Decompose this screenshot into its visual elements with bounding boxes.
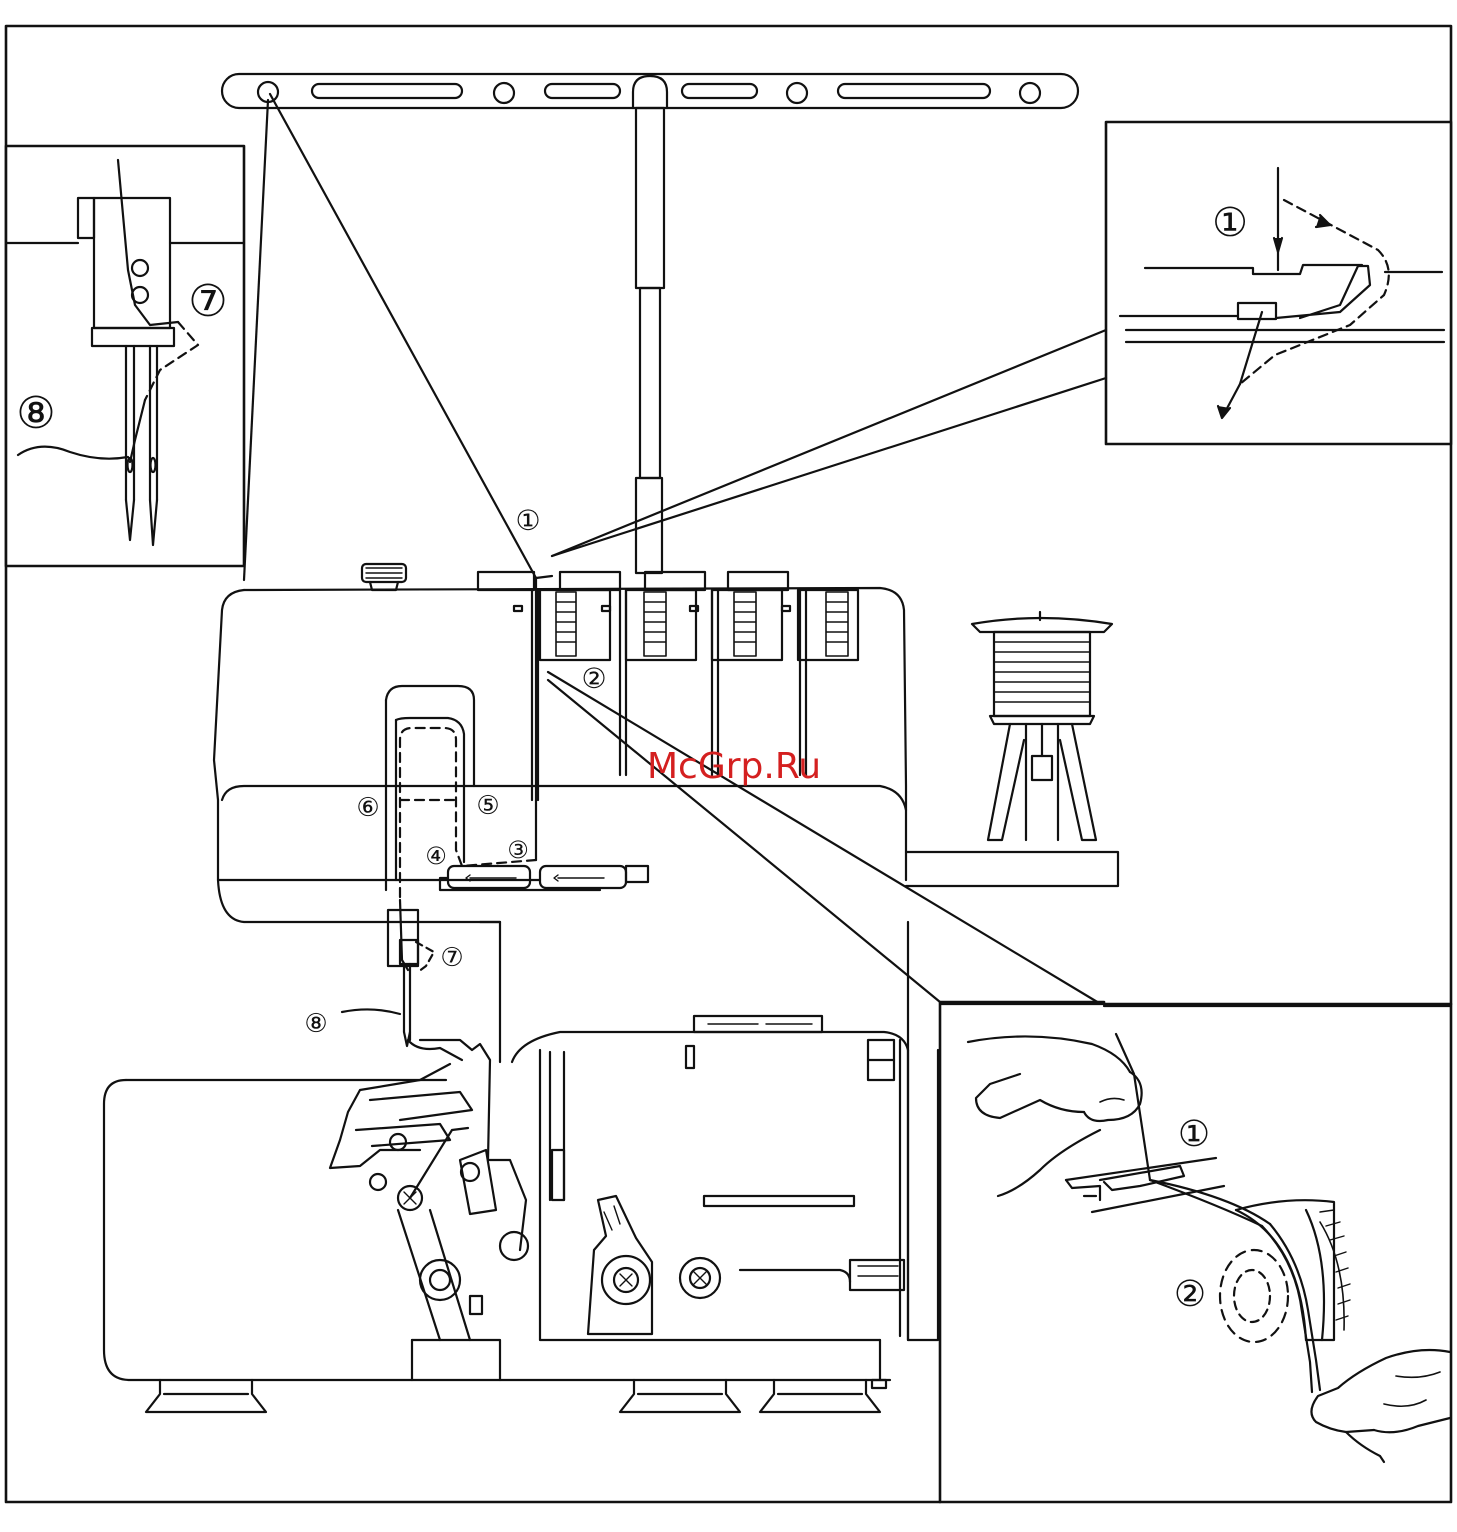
callout-8: ⑧ (304, 1009, 327, 1039)
thread-stand (222, 74, 1078, 573)
callout-3: ③ (507, 836, 529, 864)
thread-path (270, 94, 552, 1060)
inset-tension-callout-2: ② (1174, 1274, 1206, 1315)
looper-mechanism (330, 1016, 908, 1340)
zoom-wedge-guide (552, 330, 1106, 556)
zoom-wedge-needle (244, 100, 268, 580)
inset-needle-callout-7: ⑦ (188, 276, 227, 327)
callout-7: ⑦ (440, 943, 463, 973)
callout-1: ① (515, 504, 540, 537)
inset-tension-threading (940, 1002, 1451, 1502)
callout-2: ② (581, 662, 606, 695)
inset-needle-threading (6, 146, 244, 566)
callout-4: ④ (425, 842, 447, 870)
watermark-text: McGrp.Ru (647, 746, 821, 787)
thread-spool (972, 612, 1112, 840)
callout-5: ⑤ (476, 791, 499, 821)
inset-thread-guide (1106, 122, 1451, 444)
inset-tension-callout-1: ① (1178, 1114, 1210, 1155)
inset-guide-callout-1: ① (1212, 200, 1248, 246)
callout-6: ⑥ (356, 793, 379, 823)
zoom-wedge-tension (548, 672, 1104, 1006)
inset-needle-callout-8: ⑧ (16, 388, 55, 439)
